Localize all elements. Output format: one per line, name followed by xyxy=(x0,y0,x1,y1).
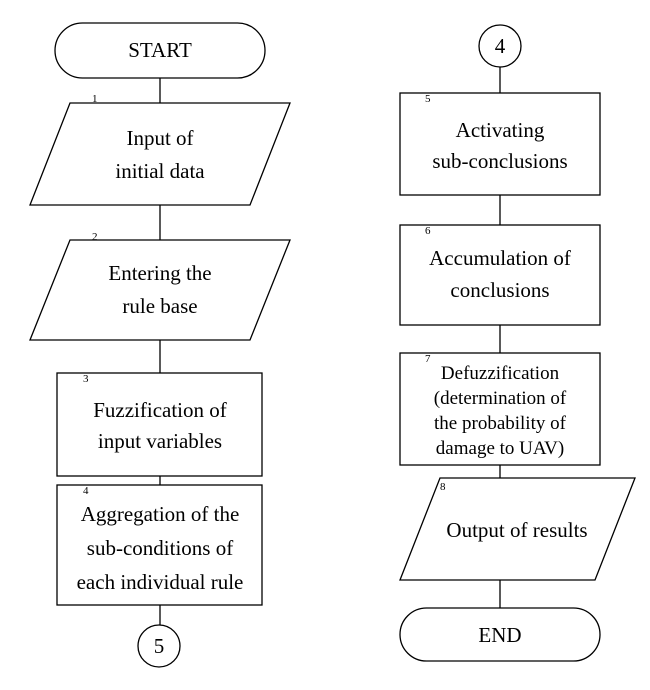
step-label-line: Aggregation of the xyxy=(81,502,240,526)
step-label-line: Fuzzification of xyxy=(93,398,227,422)
step-label-line: the probability of xyxy=(434,413,567,434)
step-number: 4 xyxy=(83,485,89,497)
end-label: END xyxy=(478,623,521,647)
step-5-process: 5 Activating sub-conclusions xyxy=(399,92,601,196)
connector-circle-5: 5 xyxy=(137,624,181,668)
step-label-line: damage to UAV) xyxy=(436,438,564,459)
connector-circle-label: 4 xyxy=(495,34,506,58)
step-label-line: rule base xyxy=(122,294,197,318)
step-label-line: conclusions xyxy=(450,278,549,302)
step-6-process: 6 Accumulation of conclusions xyxy=(399,224,601,326)
step-label-line: Activating xyxy=(456,118,545,142)
step-2-input: 2 Entering the rule base xyxy=(29,231,291,341)
step-number: 5 xyxy=(425,93,431,105)
step-number: 2 xyxy=(92,231,98,243)
step-label-line: initial data xyxy=(115,159,205,183)
step-label-line: (determination of xyxy=(434,388,567,409)
step-7-process: 7 Defuzzification (determination of the … xyxy=(399,352,601,466)
step-number: 3 xyxy=(83,373,89,385)
start-label: START xyxy=(128,38,192,62)
start-terminator: START xyxy=(54,22,266,79)
step-label-line: Output of results xyxy=(446,518,587,542)
step-label-line: Entering the xyxy=(108,261,211,285)
step-number: 6 xyxy=(425,225,431,237)
step-label-line: input variables xyxy=(98,429,222,453)
step-number: 7 xyxy=(425,353,431,365)
step-label-line: Input of xyxy=(126,126,193,150)
step-label-line: Defuzzification xyxy=(441,363,560,384)
step-label-line: sub-conclusions xyxy=(432,149,567,173)
step-8-output: 8 Output of results xyxy=(399,477,636,581)
step-1-input: 1 Input of initial data xyxy=(29,93,291,206)
step-number: 8 xyxy=(440,481,446,493)
connector-circle-4: 4 xyxy=(478,24,522,68)
step-label-line: sub-conditions of xyxy=(87,536,233,560)
step-label-line: each individual rule xyxy=(77,570,244,594)
connector-circle-label: 5 xyxy=(154,634,165,658)
step-3-process: 3 Fuzzification of input variables xyxy=(56,372,263,477)
step-4-process: 4 Aggregation of the sub-conditions of e… xyxy=(56,484,263,606)
step-number: 1 xyxy=(92,93,98,105)
step-label-line: Accumulation of xyxy=(429,246,571,270)
end-terminator: END xyxy=(399,607,601,662)
